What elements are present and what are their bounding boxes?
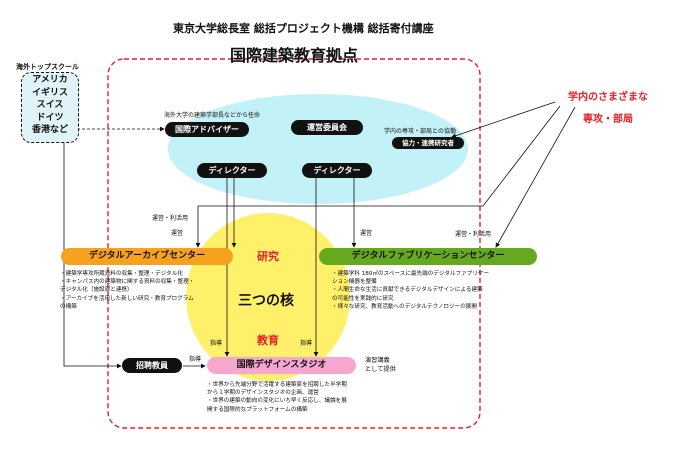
university-depts-line1: 学内のさまざまな <box>568 92 648 103</box>
university-depts-line2: 専攻・部局 <box>583 114 633 125</box>
steering-committee: 運営委員会 <box>291 120 363 135</box>
director-1: ディレクター <box>197 163 267 178</box>
guidance-label-mid: 指導 <box>300 340 313 347</box>
university-depts: 学内のさまざまな 専攻・部局 <box>558 87 658 131</box>
design-studio-description: ・世界から先端分野で活躍する建築家を招聘した半学期 から１学期のデザインスタジオ… <box>207 382 347 413</box>
guidance-label-left: 指導 <box>210 340 223 347</box>
header-organization: 東京大学総長室 総括プロジェクト機構 総括寄付講座 <box>173 22 434 35</box>
international-design-studio: 国際デザインスタジオ <box>207 357 356 374</box>
digital-fabrication-center: デジタルファブリケーションセンター <box>319 248 537 265</box>
country-label: 香港など <box>31 125 68 135</box>
cooperating-researchers: 協力・連携研究者 <box>392 137 464 149</box>
hub-boundary <box>107 58 481 429</box>
invited-faculty: 招聘教員 <box>122 358 182 373</box>
international-advisor: 国際アドバイザー <box>165 122 249 137</box>
fab-center-description: ・建築学科 180㎡のスペースに最先端のデジタルファブリケー ション機器を整備 … <box>332 271 490 310</box>
overseas-school-label: 海外トップスクール <box>16 63 79 71</box>
overseas-school-box: アメリカ イギリス スイス ドイツ 香港など <box>21 72 79 143</box>
country-label: イギリス <box>31 87 68 98</box>
use-label-left: 運営・利活用 <box>152 215 189 222</box>
archive-center-description: ・建築学専攻所蔵資料の収集・整理・デジタル化 ・キャンパス内の建築物に関する資料… <box>60 271 195 310</box>
core-education: 教育 <box>257 334 279 347</box>
page-title: 国際建築教育拠点 <box>230 46 359 65</box>
country-label: アメリカ <box>32 75 68 85</box>
use-label-right: 運営・利活用 <box>455 231 492 238</box>
studio-lecture-label: 演習講義 として提供 <box>365 357 396 373</box>
core-research: 研究 <box>257 250 279 263</box>
country-label: ドイツ <box>36 112 64 123</box>
advisor-note: 海外大学の建築学部長などから任命 <box>164 112 261 119</box>
country-label: スイス <box>36 100 64 110</box>
digital-archive-center: デジタルアーカイブセンター <box>61 248 233 265</box>
director-2: ディレクター <box>302 163 372 178</box>
manage-label-right: 運営 <box>360 230 373 237</box>
cooperation-note: 学内の専攻・部局との協働 <box>384 128 456 135</box>
core-three-cores: 三つの核 <box>238 293 294 309</box>
guidance-label-invited: 指導 <box>189 356 202 363</box>
manage-label-left: 運営 <box>171 230 184 237</box>
